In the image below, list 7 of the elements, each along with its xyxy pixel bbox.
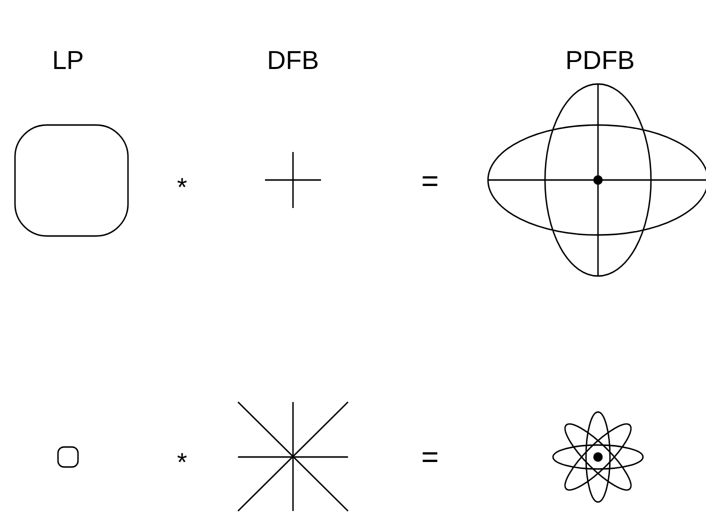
convolution-sign: * bbox=[176, 174, 188, 200]
column-heading: LP bbox=[52, 47, 84, 73]
column-heading: PDFB bbox=[565, 47, 635, 73]
column-heading: DFB bbox=[267, 47, 319, 73]
equals-sign: = bbox=[421, 443, 439, 473]
equals-sign: = bbox=[421, 167, 439, 197]
convolution-sign: * bbox=[176, 449, 188, 475]
